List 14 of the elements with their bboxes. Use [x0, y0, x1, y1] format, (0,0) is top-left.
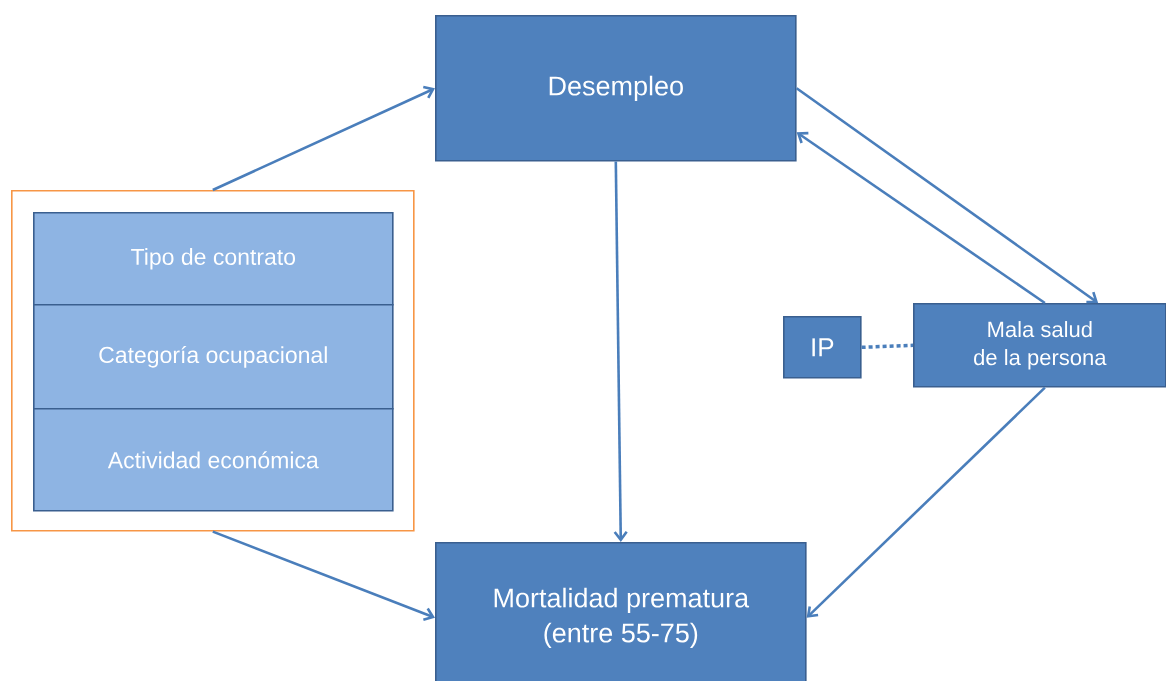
process-box: Desempleo — [435, 15, 797, 162]
factor-box: Actividad económica — [33, 408, 394, 512]
arrow — [212, 530, 435, 621]
factor-box: Categoría ocupacional — [33, 304, 394, 410]
dotted-connector — [861, 343, 914, 350]
process-box: Mortalidad prematura (entre 55-75) — [435, 542, 807, 681]
arrow — [613, 161, 628, 542]
arrow — [212, 85, 435, 192]
process-box: Mala salud de la persona — [913, 303, 1166, 388]
arrow — [806, 386, 1046, 618]
factor-box: Tipo de contrato — [33, 212, 394, 306]
arrow — [795, 87, 1099, 304]
process-box: IP — [783, 316, 862, 379]
arrow — [796, 131, 1046, 305]
